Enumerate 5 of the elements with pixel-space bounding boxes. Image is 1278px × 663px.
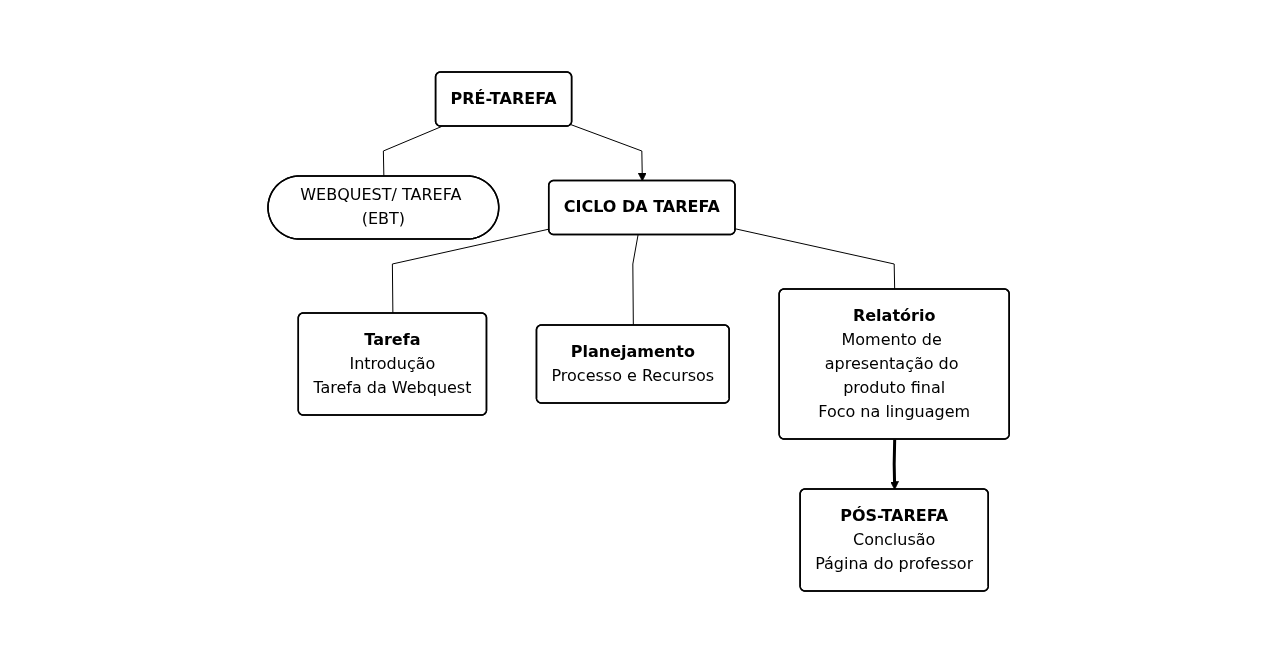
arrow (570, 124, 647, 182)
connector (632, 234, 639, 326)
arrow (890, 439, 900, 490)
connector (383, 126, 443, 177)
connector (735, 228, 896, 290)
